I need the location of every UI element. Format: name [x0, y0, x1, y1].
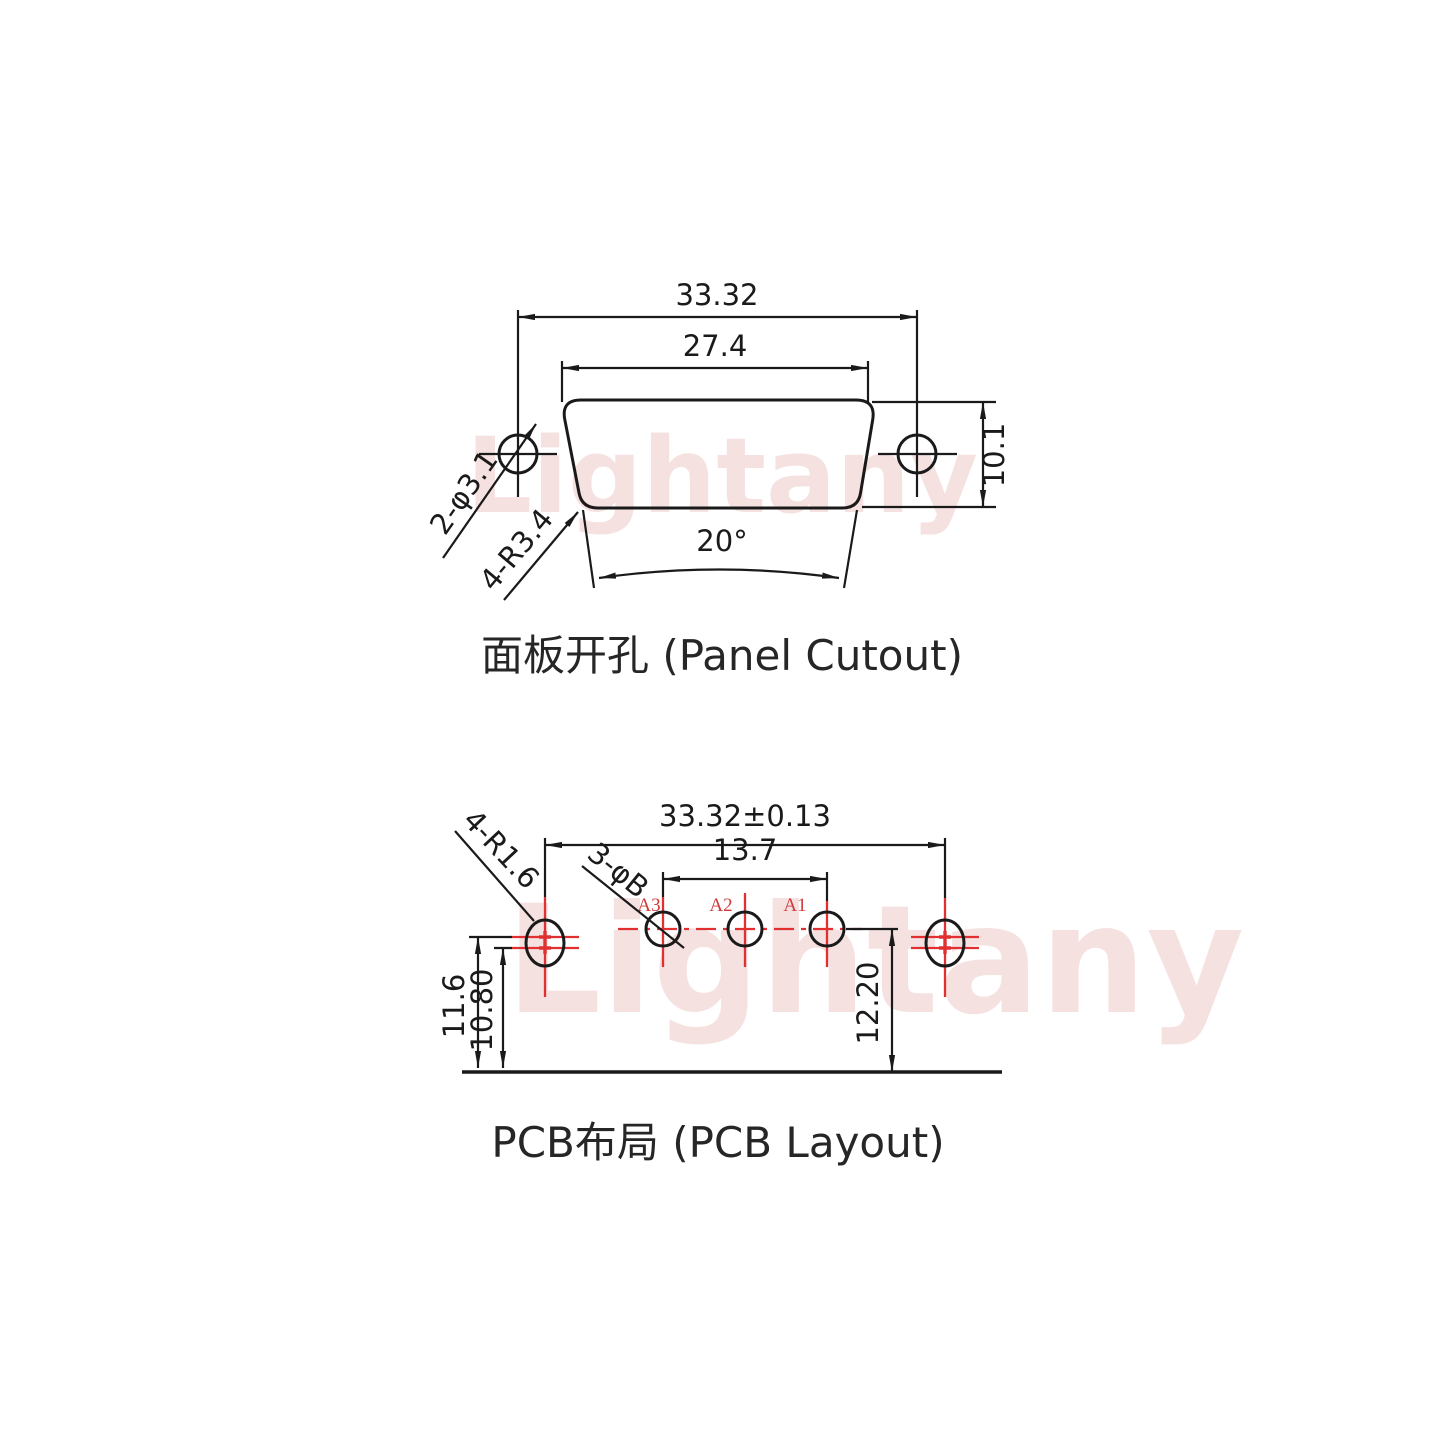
pin-pad-a1	[808, 910, 846, 948]
pcb-mount-pad-left	[524, 918, 566, 968]
leader-corner-radius	[503, 511, 579, 601]
pin-pad-a2	[726, 910, 764, 948]
left-pad-drill-marks	[539, 931, 551, 954]
leader-mount-holes	[442, 423, 537, 559]
panel-dim-33-32: 33.32	[675, 278, 758, 312]
panel-dim-10-1: 10.1	[977, 423, 1011, 488]
angle-ext-left	[581, 509, 596, 589]
pcb-dim-33-32: 33.32±0.13	[659, 799, 831, 833]
pin-label-a3: A3	[637, 895, 660, 916]
pcb-dim-13-7: 13.7	[713, 833, 778, 867]
panel-cutout-title: 面板开孔 (Panel Cutout)	[481, 631, 963, 680]
leader-pin-holes	[581, 865, 685, 949]
cutout-outline	[562, 398, 875, 510]
right-pad-drill-marks	[939, 931, 951, 954]
pcb-dim-12-20: 12.20	[851, 961, 885, 1044]
panel-dim-20deg: 20°	[696, 524, 747, 558]
pin-pad-a3	[644, 910, 682, 948]
angle-ext-right	[842, 509, 859, 589]
watermark-top: Lightany	[466, 415, 978, 537]
pcb-dim-11-6: 11.6	[437, 974, 471, 1039]
pin-label-a2: A2	[709, 895, 732, 916]
pin-label-a1: A1	[783, 895, 806, 916]
pcb-layout-title: PCB布局 (PCB Layout)	[491, 1118, 944, 1167]
pcb-layout-drawing: 33.32±0.13 13.7 A3 A2 A1 4-R1.6	[437, 799, 1002, 1167]
angle-arc	[598, 568, 840, 580]
pcb-mount-pad-right	[924, 918, 966, 968]
leader-pad-radius	[454, 830, 535, 922]
pcb-dim-10-80: 10.80	[465, 968, 499, 1051]
panel-dim-27-4: 27.4	[683, 329, 748, 363]
